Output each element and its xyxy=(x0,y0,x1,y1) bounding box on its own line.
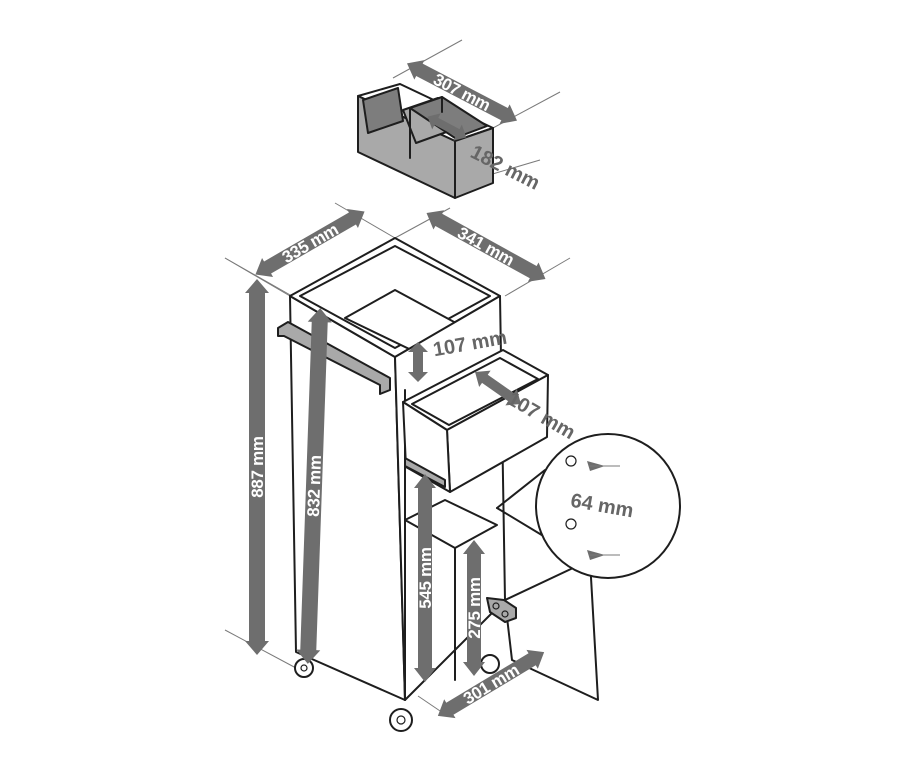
svg-text:832 mm: 832 mm xyxy=(304,455,325,517)
caster-wheel-front xyxy=(389,708,413,732)
cabinet-door xyxy=(504,559,599,701)
svg-text:275 mm: 275 mm xyxy=(465,577,484,639)
hole-spacing-detail xyxy=(496,433,681,579)
caster-wheel-left xyxy=(294,658,314,678)
drill-hole-bottom xyxy=(565,518,577,530)
dim-body-height: 832 mm xyxy=(296,308,332,664)
storage-box xyxy=(357,83,494,199)
svg-text:335 mm: 335 mm xyxy=(279,220,342,267)
dim-box-depth xyxy=(427,113,467,141)
svg-text:545 mm: 545 mm xyxy=(416,547,435,609)
dim-drawer-depth xyxy=(475,370,521,406)
drill-hole-top xyxy=(565,455,577,467)
svg-text:341 mm: 341 mm xyxy=(454,223,517,270)
dim-inner-height: 275 mm xyxy=(463,540,485,676)
svg-text:887 mm: 887 mm xyxy=(248,436,267,498)
dim-shelf-height: 545 mm xyxy=(414,474,436,682)
dim-drawer-height xyxy=(408,342,428,382)
dim-total-height: 887 mm xyxy=(245,279,269,655)
